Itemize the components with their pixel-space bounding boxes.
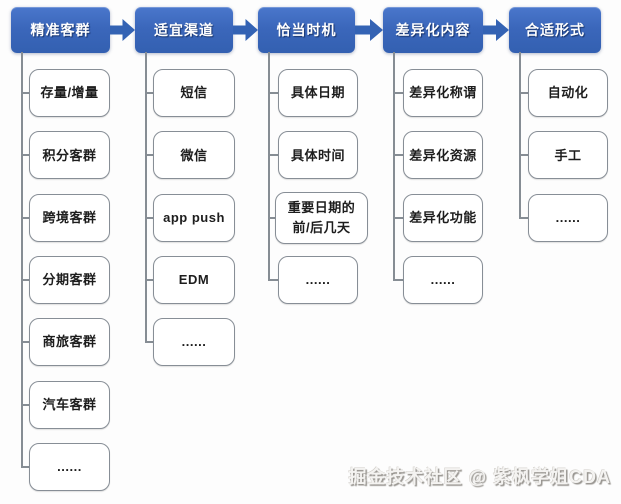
child-item: 积分客群 bbox=[29, 131, 110, 180]
connector-tick bbox=[21, 92, 31, 94]
connector-tick bbox=[21, 216, 31, 219]
flow-arrow-right-icon bbox=[355, 19, 383, 41]
connector-tick bbox=[268, 92, 280, 94]
child-item: 重要日期的前/后几天 bbox=[275, 191, 368, 244]
connector-tick bbox=[21, 341, 31, 344]
connector-tick bbox=[145, 154, 155, 157]
child-item: 存量/增量 bbox=[29, 69, 110, 117]
watermark-text: 掘金技术社区 @ 紫枫学姐CDA bbox=[348, 467, 611, 487]
child-item: 自动化 bbox=[528, 69, 608, 117]
connector-vline bbox=[519, 52, 521, 219]
connector-tick bbox=[393, 154, 405, 157]
child-item: 商旅客群 bbox=[29, 318, 110, 367]
stage-header-2: 适宜渠道 bbox=[135, 7, 233, 53]
connector-vline bbox=[393, 52, 395, 281]
connector-tick bbox=[21, 154, 31, 157]
connector-tick bbox=[21, 465, 31, 468]
child-item: 手工 bbox=[528, 131, 608, 180]
flow-arrow-right-icon bbox=[110, 19, 135, 41]
child-item: 具体日期 bbox=[278, 69, 358, 117]
child-item: ...... bbox=[278, 255, 358, 304]
child-item: 跨境客群 bbox=[29, 193, 110, 242]
connector-vline bbox=[21, 52, 23, 468]
child-item: 汽车客群 bbox=[29, 380, 110, 429]
connector-tick bbox=[21, 278, 31, 281]
connector-tick bbox=[393, 278, 405, 281]
connector-tick bbox=[145, 341, 155, 344]
child-item: 差异化功能 bbox=[403, 193, 483, 242]
child-item: 分期客群 bbox=[29, 255, 110, 304]
connector-tick bbox=[145, 216, 155, 219]
child-item: 微信 bbox=[153, 131, 235, 180]
connector-tick bbox=[519, 216, 530, 219]
child-item: ...... bbox=[29, 442, 110, 491]
connector-tick bbox=[268, 154, 280, 157]
flow-arrow-right-icon bbox=[233, 19, 258, 41]
child-item: 差异化资源 bbox=[403, 131, 483, 180]
connector-tick bbox=[145, 278, 155, 281]
child-item: 短信 bbox=[153, 69, 235, 117]
child-item: EDM bbox=[153, 255, 235, 304]
connector-vline bbox=[268, 52, 270, 281]
stage-header-3: 恰当时机 bbox=[258, 7, 355, 53]
stage-header-1: 精准客群 bbox=[11, 7, 110, 53]
connector-tick bbox=[519, 154, 530, 157]
child-item: ...... bbox=[403, 255, 483, 304]
flow-arrow-right-icon bbox=[483, 19, 509, 41]
child-item: ...... bbox=[153, 318, 235, 367]
child-item: 具体时间 bbox=[278, 131, 358, 180]
stage-header-5: 合适形式 bbox=[509, 7, 601, 53]
child-item: app push bbox=[153, 193, 235, 242]
connector-vline bbox=[145, 52, 147, 344]
connector-tick bbox=[393, 216, 405, 219]
connector-tick bbox=[268, 278, 280, 281]
connector-tick bbox=[268, 216, 277, 219]
child-item: 差异化称谓 bbox=[403, 69, 483, 117]
connector-tick bbox=[145, 92, 155, 94]
stage-header-4: 差异化内容 bbox=[383, 7, 483, 53]
connector-tick bbox=[519, 92, 530, 94]
child-item: ...... bbox=[528, 193, 608, 242]
connector-tick bbox=[393, 92, 405, 94]
connector-tick bbox=[21, 403, 31, 406]
